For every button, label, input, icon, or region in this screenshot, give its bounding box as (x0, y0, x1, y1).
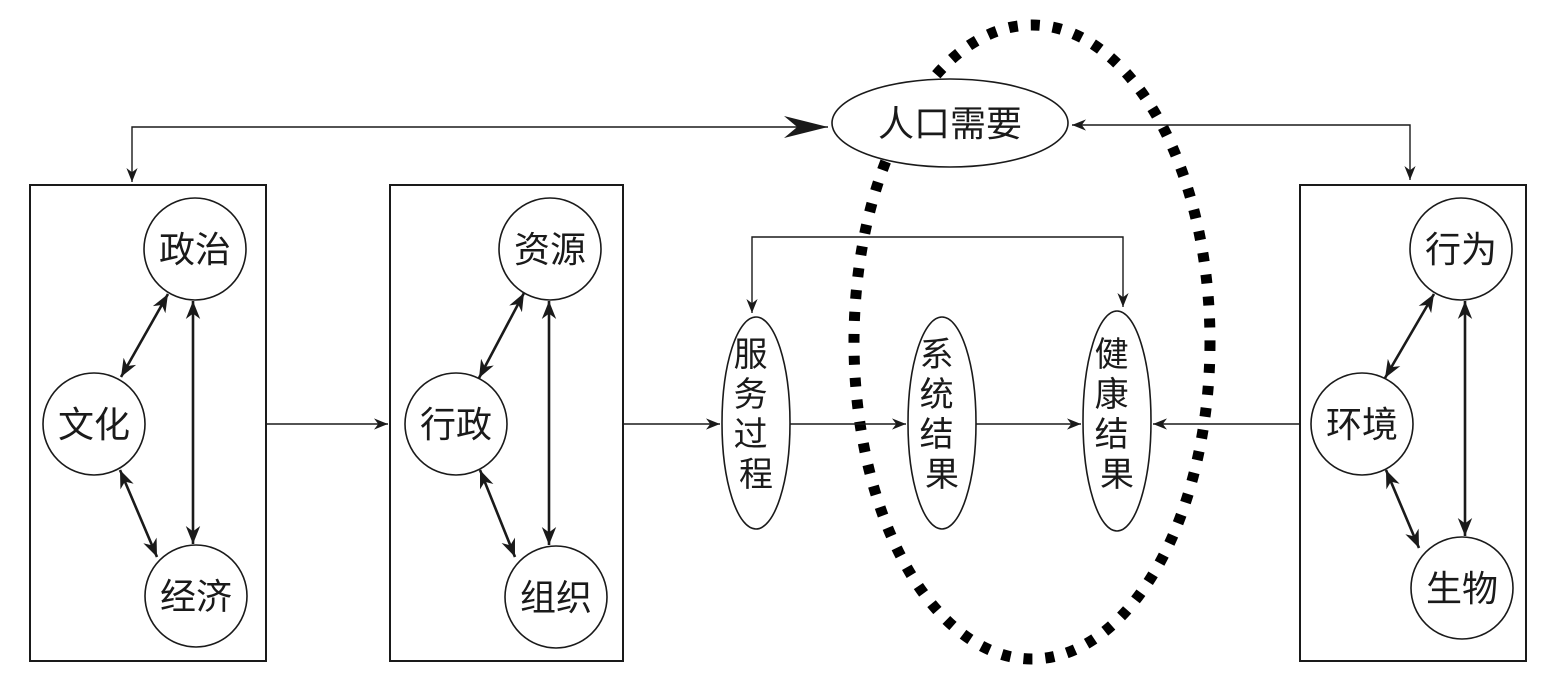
system-outcome-char-1: 系 (920, 335, 954, 375)
health-outcome-char-1: 健 (1095, 335, 1129, 375)
service-process-label: 服 务 过 程 (734, 335, 779, 495)
behavior-label: 行为 (1425, 230, 1497, 271)
environment-node: 环境 (1310, 372, 1414, 476)
box-behavior-environment-biology: 行为 环境 生物 (1299, 184, 1527, 662)
health-outcome-char-3: 结 (1095, 415, 1129, 455)
box-resources-administration-organization: 资源 行政 组织 (389, 184, 624, 662)
health-outcome-char-2: 康 (1095, 375, 1129, 415)
health-outcome-char-4: 果 (1100, 455, 1134, 495)
highlight-dotted-ellipse (848, 19, 1216, 665)
politics-label: 政治 (159, 230, 231, 271)
environment-label: 环境 (1326, 405, 1398, 446)
economy-node: 经济 (144, 544, 248, 648)
organization-node: 组织 (504, 545, 608, 649)
flow-arrows (266, 236, 1300, 430)
health-outcome-label: 健 康 结 果 (1095, 335, 1140, 495)
population-need-label: 人口需要 (878, 104, 1022, 145)
culture-node: 文化 (42, 372, 146, 476)
system-outcome-char-4: 果 (925, 455, 959, 495)
system-outcome-label: 系 统 结 果 (920, 335, 965, 495)
service-process-char-1: 服 (734, 335, 768, 375)
resources-node: 资源 (498, 197, 602, 301)
resources-label: 资源 (514, 230, 586, 271)
politics-node: 政治 (143, 197, 247, 301)
administration-label: 行政 (420, 405, 492, 446)
system-outcome-node: 系 统 结 果 (907, 316, 977, 530)
population-need-node: 人口需要 (831, 78, 1069, 168)
system-outcome-char-3: 结 (920, 415, 954, 455)
box-politics-culture-economy: 政治 文化 经济 (29, 184, 267, 662)
biology-node: 生物 (1410, 536, 1514, 640)
organization-label: 组织 (520, 578, 592, 619)
culture-label: 文化 (58, 405, 130, 446)
service-process-char-4: 程 (739, 455, 773, 495)
top-feedback-arrows (126, 116, 1416, 182)
health-outcome-node: 健 康 结 果 (1082, 310, 1152, 532)
behavior-node: 行为 (1409, 197, 1513, 301)
biology-label: 生物 (1426, 569, 1498, 610)
service-process-char-3: 过 (734, 415, 768, 455)
economy-label: 经济 (160, 577, 232, 618)
administration-node: 行政 (404, 372, 508, 476)
service-process-node: 服 务 过 程 (721, 316, 791, 530)
system-outcome-char-2: 统 (920, 375, 954, 415)
service-process-char-2: 务 (734, 375, 768, 415)
